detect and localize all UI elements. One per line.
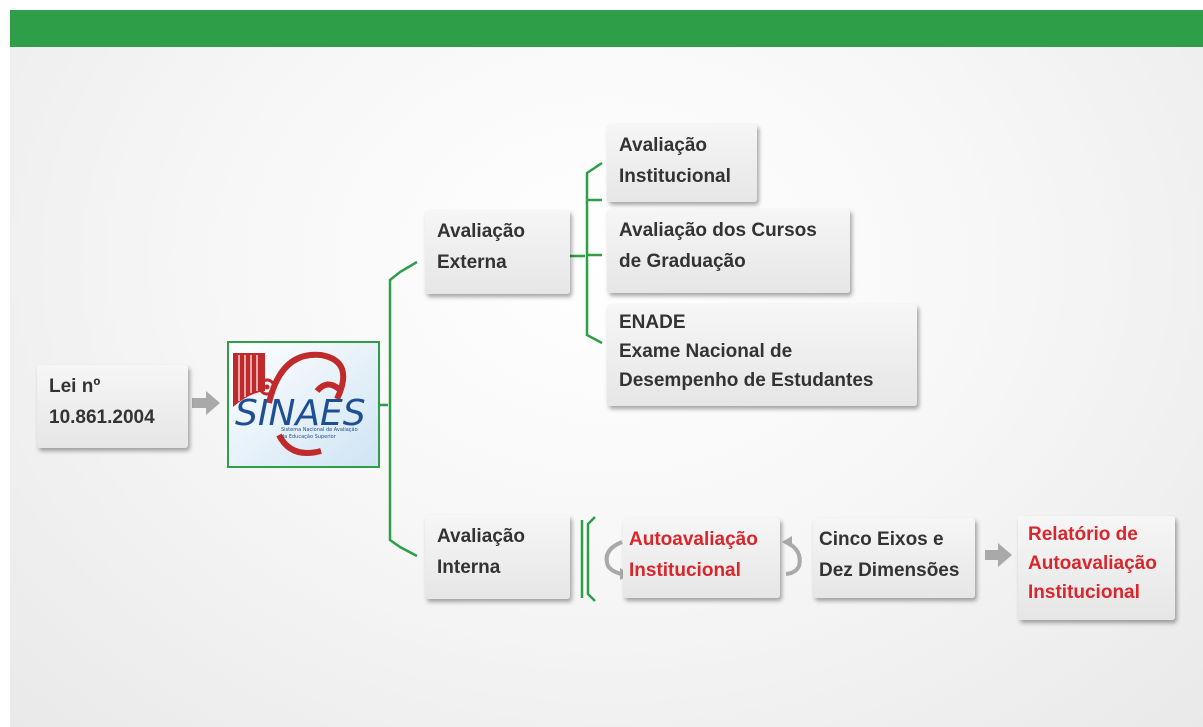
- external-item-3-line-2: Exame Nacional de: [619, 341, 793, 362]
- external-item-3-line-3: Desempenho de Estudantes: [619, 370, 874, 391]
- arrow-right-icon: [192, 391, 220, 415]
- internal-eval-box: Avaliação Interna: [425, 515, 570, 599]
- external-item-institutional: Avaliação Institucional: [607, 124, 757, 202]
- arrow-right-icon: [985, 543, 1012, 567]
- external-item-2-line-2: de Graduação: [619, 251, 746, 272]
- logo-subtitle-1: Sistema Nacional de Avaliação: [281, 427, 358, 433]
- external-item-courses: Avaliação dos Cursos de Graduação: [607, 209, 850, 293]
- slide: Lei nº 10.861.2004 S: [10, 10, 1203, 727]
- report-line-3: Institucional: [1028, 582, 1140, 603]
- self-eval-line-2: Institucional: [629, 560, 741, 581]
- self-eval-line-1: Autoavaliação: [629, 529, 758, 550]
- logo-subtitle-2: da Educação Superior: [281, 434, 337, 440]
- external-item-1-line-2: Institucional: [619, 166, 731, 187]
- law-box: Lei nº 10.861.2004: [37, 365, 188, 448]
- internal-line-2: Interna: [437, 557, 501, 578]
- axes-dimensions-box: Cinco Eixos e Dez Dimensões: [813, 518, 975, 598]
- sinaes-logo: SINAES Sistema Nacional de Avaliação da …: [227, 341, 380, 468]
- external-eval-box: Avaliação Externa: [425, 210, 570, 294]
- axes-line-2: Dez Dimensões: [819, 560, 960, 581]
- external-item-3-line-1: ENADE: [619, 312, 686, 333]
- header-bar: [10, 10, 1203, 47]
- law-line-1: Lei nº: [49, 376, 101, 397]
- external-item-1-line-1: Avaliação: [619, 135, 708, 156]
- external-line-1: Avaliação: [437, 221, 526, 242]
- report-line-2: Autoavaliação: [1028, 553, 1157, 574]
- report-box: Relatório de Autoavaliação Institucional: [1018, 516, 1175, 620]
- law-line-2: 10.861.2004: [49, 407, 155, 428]
- self-evaluation-box: Autoavaliação Institucional: [623, 518, 780, 598]
- axes-line-1: Cinco Eixos e: [819, 529, 944, 550]
- cycle-arrows-icon: [604, 540, 802, 576]
- logo-wordmark: SINAES: [235, 393, 366, 434]
- external-item-2-line-1: Avaliação dos Cursos: [619, 220, 817, 241]
- connector-lines: [192, 161, 1012, 602]
- report-line-1: Relatório de: [1028, 524, 1138, 545]
- external-item-enade: ENADE Exame Nacional de Desempenho de Es…: [607, 304, 917, 406]
- internal-line-1: Avaliação: [437, 526, 526, 547]
- external-line-2: Externa: [437, 252, 507, 273]
